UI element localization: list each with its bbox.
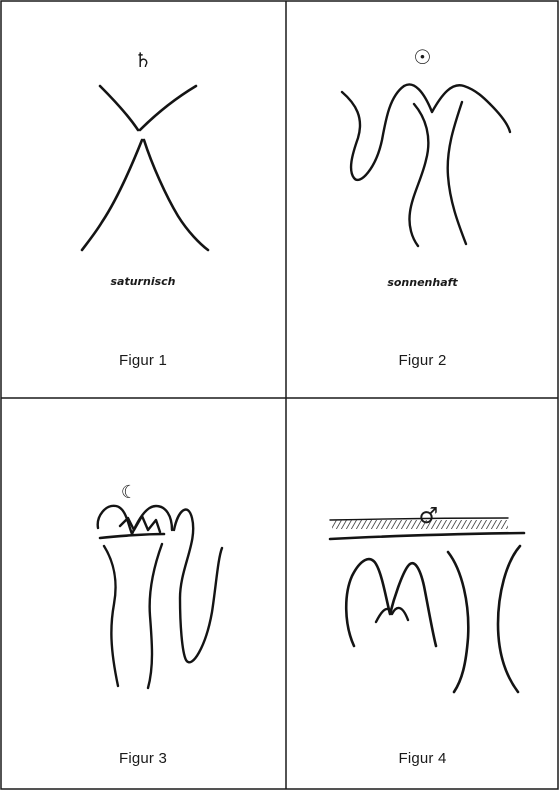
figure-1-lower-left-stroke (82, 140, 142, 250)
figure-1-upper-right-stroke (140, 86, 196, 130)
figure-1-label: saturnisch (0, 275, 286, 288)
figure-3-right-body (148, 544, 162, 688)
figure-1-lower-right-stroke (144, 140, 208, 250)
figure-2-panel: ☉ sonnenhaft Figur 2 (286, 0, 559, 398)
figure-4-hatched-band (332, 520, 508, 529)
figure-3-drawing (0, 398, 286, 790)
figure-2-left-body (409, 104, 428, 246)
figure-2-drawing (286, 0, 559, 398)
figure-4-upper-line (330, 518, 508, 520)
figure-1-upper-left-stroke (100, 86, 138, 130)
figure-2-left-wave (342, 86, 404, 180)
figure-1-caption: Figur 1 (0, 352, 286, 369)
figure-1-drawing (0, 0, 286, 398)
figure-2-right-tail (490, 104, 510, 132)
figure-4-left-arc (346, 559, 436, 646)
figure-3-left-body (104, 546, 118, 686)
figure-2-label: sonnenhaft (286, 276, 559, 289)
figure-4-right-body (448, 552, 468, 692)
figure-3-cup-rim (100, 534, 164, 538)
figure-3-caption: Figur 3 (0, 750, 286, 767)
figure-4-panel: ♂ Figur 4 (286, 398, 559, 790)
figure-2-right-body (448, 102, 466, 244)
figure-3-crown (120, 516, 160, 532)
figure-4-drawing (286, 398, 559, 790)
figure-1-panel: ♄ saturnisch Figur 1 (0, 0, 286, 398)
figure-4-lower-line (330, 533, 524, 539)
figure-3-right-wave (174, 509, 222, 662)
figure-4-caption: Figur 4 (286, 750, 559, 767)
figure-2-caption: Figur 2 (286, 352, 559, 369)
figure-4-far-right-arc (498, 546, 520, 692)
figure-3-panel: ☾ Figur 3 (0, 398, 286, 790)
